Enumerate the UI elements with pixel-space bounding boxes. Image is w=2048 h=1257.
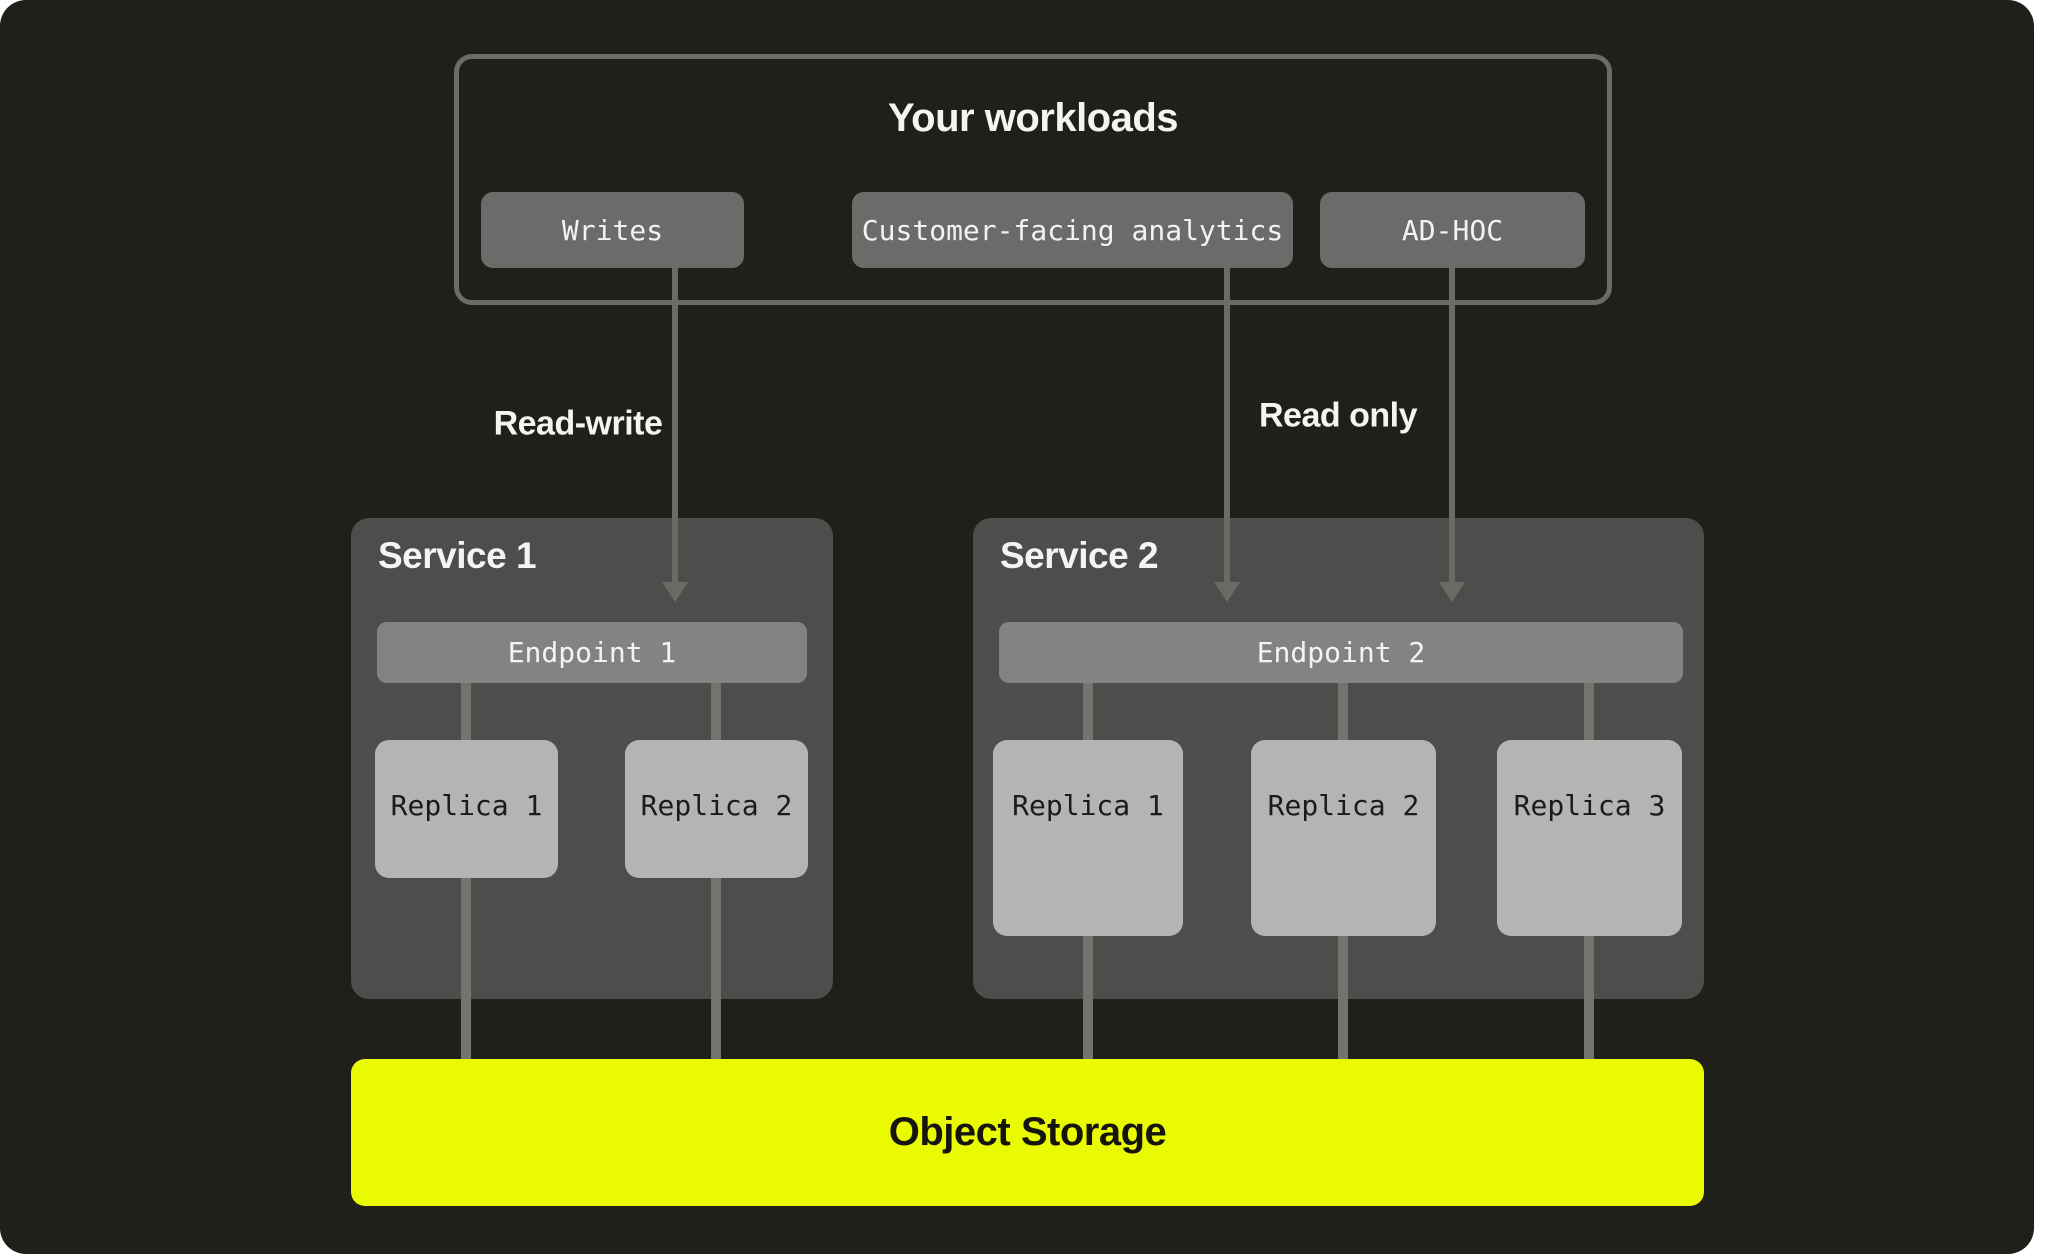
arrow-writes-endpoint1-shaft: [672, 268, 678, 584]
workload-ad-hoc-node: AD-HOC: [1320, 192, 1585, 268]
service1-replica-2-node: Replica 2: [625, 740, 808, 878]
arrow-analytics-endpoint2-shaft: [1224, 268, 1230, 584]
workloads-title: Your workloads: [887, 96, 1179, 140]
service-2-title: Service 2: [1000, 535, 1159, 576]
service2-replica-2-node: Replica 2: [1251, 740, 1436, 936]
workloads-group-border: [454, 54, 1612, 305]
arrow-adhoc-endpoint2-head: [1439, 582, 1465, 602]
service2-replica-3-node: Replica 3: [1497, 740, 1682, 936]
workload-customer-facing-analytics-node: Customer-facing analytics: [852, 192, 1293, 268]
read-write-label: Read-write: [493, 404, 663, 443]
workload-writes-node: Writes: [481, 192, 744, 268]
endpoint-2-node: Endpoint 2: [999, 622, 1683, 683]
service-1-title: Service 1: [378, 535, 537, 576]
service2-replica-1-node: Replica 1: [993, 740, 1183, 936]
arrow-writes-endpoint1-head: [662, 582, 688, 602]
object-storage-node: Object Storage: [351, 1059, 1704, 1206]
read-only-label: Read only: [1259, 396, 1417, 435]
arrow-analytics-endpoint2-head: [1214, 582, 1240, 602]
arrow-adhoc-endpoint2-shaft: [1449, 268, 1455, 584]
endpoint-1-node: Endpoint 1: [377, 622, 807, 683]
service1-replica-1-node: Replica 1: [375, 740, 558, 878]
